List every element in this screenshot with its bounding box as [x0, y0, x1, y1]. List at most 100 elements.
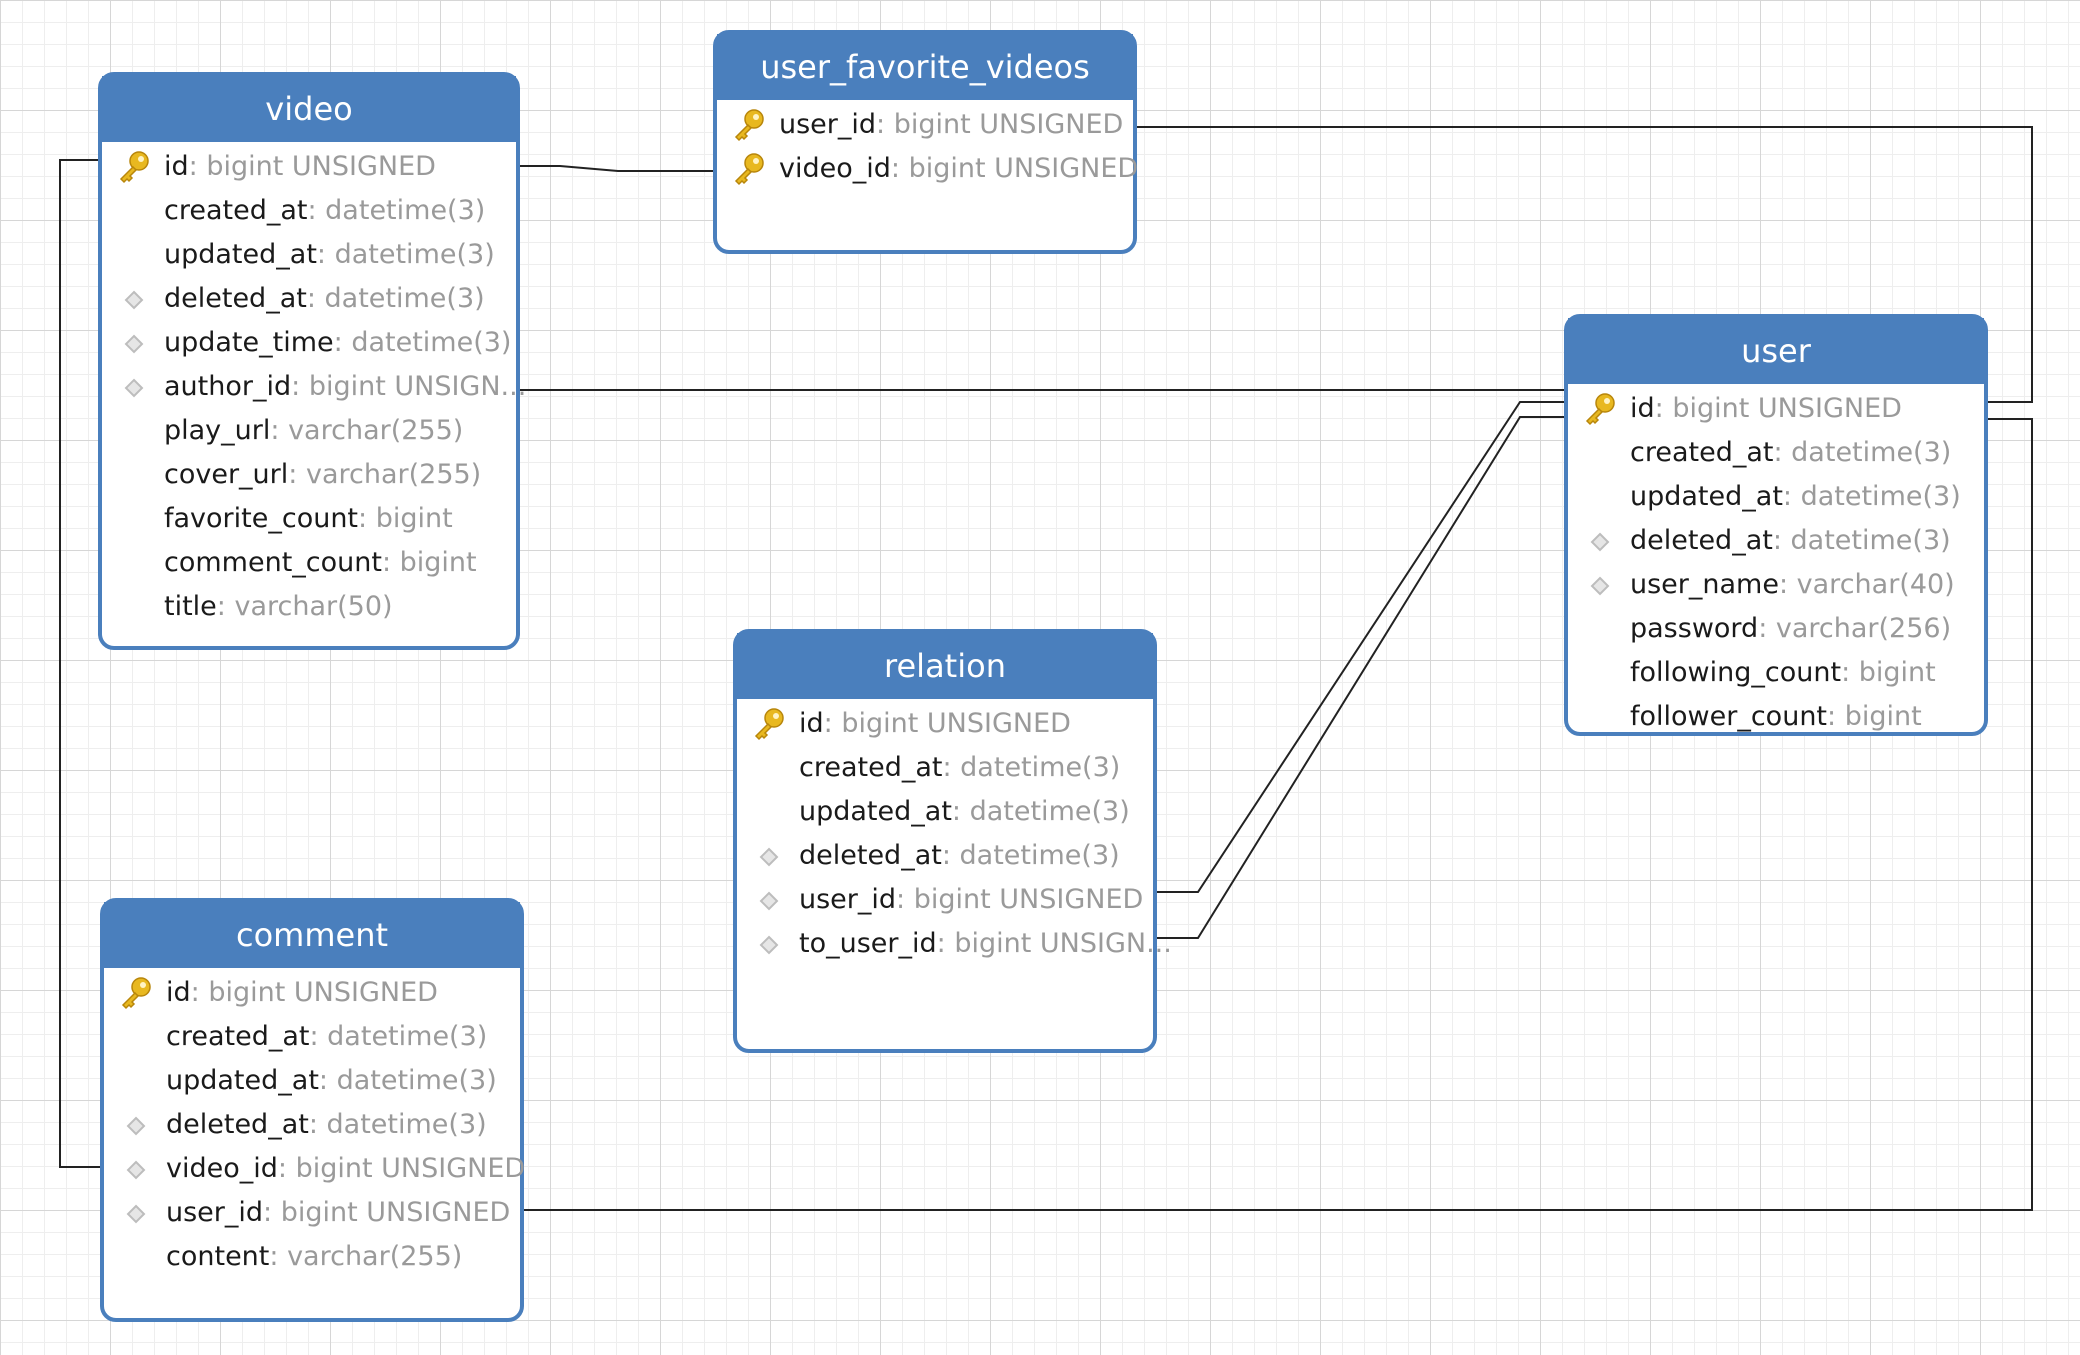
- column-name: id: [166, 977, 191, 1008]
- table-title[interactable]: comment: [104, 902, 520, 968]
- column-text: deleted_at: datetime(3): [164, 277, 508, 321]
- column-row[interactable]: created_at: datetime(3): [102, 189, 516, 233]
- column-row[interactable]: created_at: datetime(3): [737, 746, 1153, 790]
- column-name: created_at: [166, 1021, 310, 1052]
- column-row[interactable]: updated_at: datetime(3): [102, 233, 516, 277]
- column-name: user_id: [166, 1197, 264, 1228]
- column-separator: :: [1782, 481, 1801, 512]
- column-row[interactable]: updated_at: datetime(3): [737, 790, 1153, 834]
- column-row[interactable]: id: bigint UNSIGNED: [737, 702, 1153, 746]
- column-name: content: [166, 1241, 270, 1272]
- column-text: id: bigint UNSIGNED: [799, 702, 1145, 746]
- column-separator: :: [288, 459, 306, 490]
- column-separator: :: [1841, 657, 1859, 688]
- column-row[interactable]: user_id: bigint UNSIGNED: [737, 878, 1153, 922]
- column-name: created_at: [1630, 437, 1774, 468]
- column-text: created_at: datetime(3): [166, 1015, 512, 1059]
- column-text: id: bigint UNSIGNED: [164, 145, 508, 189]
- index-diamond-icon: [118, 1107, 154, 1143]
- column-row[interactable]: following_count: bigint: [1568, 651, 1984, 695]
- column-separator: :: [333, 327, 352, 358]
- column-type: bigint UNSIGNED: [893, 109, 1124, 140]
- key-icon: [731, 151, 767, 187]
- column-separator: :: [188, 151, 207, 182]
- column-row[interactable]: created_at: datetime(3): [1568, 431, 1984, 475]
- column-row[interactable]: favorite_count: bigint: [102, 497, 516, 541]
- relation-line-video-to-user_favorite_videos[interactable]: [520, 165, 713, 172]
- column-name: follower_count: [1630, 701, 1828, 732]
- column-type: bigint UNSIGN...: [954, 928, 1172, 959]
- column-separator: :: [306, 283, 325, 314]
- column-type: datetime(3): [1800, 481, 1961, 512]
- column-row[interactable]: updated_at: datetime(3): [104, 1059, 520, 1103]
- column-name: deleted_at: [164, 283, 307, 314]
- column-name: to_user_id: [799, 928, 937, 959]
- column-type: bigint: [1844, 701, 1922, 732]
- key-icon: [731, 107, 767, 143]
- column-row[interactable]: author_id: bigint UNSIGN...: [102, 365, 526, 409]
- column-row[interactable]: created_at: datetime(3): [104, 1015, 520, 1059]
- column-name: user_id: [779, 109, 877, 140]
- column-row[interactable]: to_user_id: bigint UNSIGN...: [737, 922, 1172, 966]
- column-text: created_at: datetime(3): [799, 746, 1145, 790]
- column-name: comment_count: [164, 547, 382, 578]
- column-row[interactable]: user_name: varchar(40): [1568, 563, 1984, 607]
- column-row[interactable]: id: bigint UNSIGNED: [102, 145, 516, 189]
- column-row[interactable]: deleted_at: datetime(3): [1568, 519, 1984, 563]
- column-text: user_name: varchar(40): [1630, 563, 1976, 607]
- table-title[interactable]: video: [102, 76, 516, 142]
- table-title[interactable]: user_favorite_videos: [717, 34, 1133, 100]
- column-row[interactable]: cover_url: varchar(255): [102, 453, 516, 497]
- column-row[interactable]: id: bigint UNSIGNED: [104, 971, 520, 1015]
- column-row[interactable]: id: bigint UNSIGNED: [1568, 387, 1984, 431]
- index-diamond-icon: [116, 369, 152, 405]
- column-type: datetime(3): [324, 283, 485, 314]
- relation-line-user_favorite_videos-to-user[interactable]: [1137, 126, 2033, 403]
- column-type: bigint UNSIGNED: [841, 708, 1071, 739]
- column-text: created_at: datetime(3): [164, 189, 508, 233]
- column-row[interactable]: deleted_at: datetime(3): [737, 834, 1153, 878]
- column-row[interactable]: video_id: bigint UNSIGNED: [104, 1147, 525, 1191]
- column-type: datetime(3): [960, 752, 1121, 783]
- column-text: user_id: bigint UNSIGNED: [779, 103, 1125, 147]
- column-text: deleted_at: datetime(3): [1630, 519, 1976, 563]
- column-row[interactable]: deleted_at: datetime(3): [102, 277, 516, 321]
- table-title[interactable]: relation: [737, 633, 1153, 699]
- column-text: content: varchar(255): [166, 1235, 512, 1279]
- column-row[interactable]: updated_at: datetime(3): [1568, 475, 1984, 519]
- column-type: varchar(255): [288, 415, 464, 446]
- column-row[interactable]: content: varchar(255): [104, 1235, 520, 1279]
- relation-line-relation-to_user-to-user[interactable]: [1157, 416, 1564, 939]
- column-text: title: varchar(50): [164, 585, 508, 629]
- table-title[interactable]: user: [1568, 318, 1984, 384]
- column-row[interactable]: update_time: datetime(3): [102, 321, 516, 365]
- column-type: datetime(3): [351, 327, 512, 358]
- index-diamond-icon: [118, 1195, 154, 1231]
- column-row[interactable]: follower_count: bigint: [1568, 695, 1984, 739]
- column-type: bigint UNSIGNED: [908, 153, 1139, 184]
- column-row[interactable]: password: varchar(256): [1568, 607, 1984, 651]
- column-row[interactable]: comment_count: bigint: [102, 541, 516, 585]
- column-separator: :: [936, 928, 955, 959]
- column-type: datetime(3): [325, 195, 486, 226]
- column-name: id: [799, 708, 824, 739]
- column-row[interactable]: deleted_at: datetime(3): [104, 1103, 520, 1147]
- relation-line-comment-video-to-video[interactable]: [59, 159, 100, 1168]
- column-row[interactable]: title: varchar(50): [102, 585, 516, 629]
- column-row[interactable]: play_url: varchar(255): [102, 409, 516, 453]
- column-row[interactable]: user_id: bigint UNSIGNED: [104, 1191, 520, 1235]
- relation-line-comment-user-to-user[interactable]: [524, 418, 2033, 1211]
- relation-line-relation-user-to-user[interactable]: [1157, 401, 1564, 893]
- column-row[interactable]: video_id: bigint UNSIGNED: [717, 147, 1138, 191]
- column-text: deleted_at: datetime(3): [166, 1103, 512, 1147]
- index-diamond-icon: [751, 926, 787, 962]
- column-row[interactable]: user_id: bigint UNSIGNED: [717, 103, 1133, 147]
